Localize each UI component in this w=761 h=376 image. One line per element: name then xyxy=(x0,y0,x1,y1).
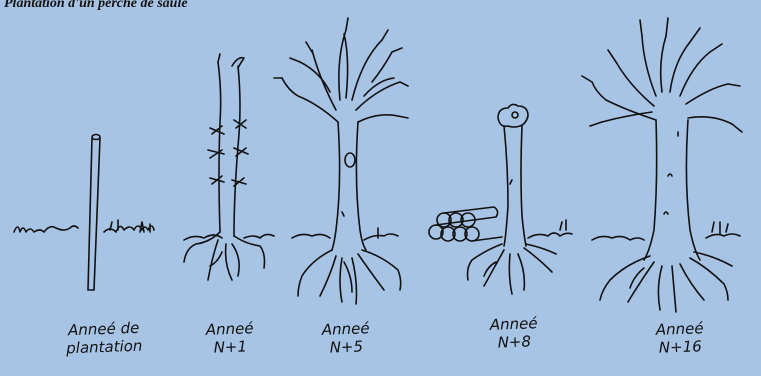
label-plantation-year: Anneé de plantation xyxy=(53,318,154,357)
stage-n16-mature-tree xyxy=(582,18,742,312)
label-n5: Anneé N+5 xyxy=(305,319,386,358)
stage-plantation-pole xyxy=(14,135,154,291)
label-line-2: N+5 xyxy=(306,337,387,358)
stage-n5-tree xyxy=(274,18,408,304)
label-n1: Anneé N+1 xyxy=(189,319,270,358)
stage-n8-cut-pollard xyxy=(429,104,572,294)
label-n8: Anneé N+8 xyxy=(473,314,554,353)
label-n16: Anneé N+16 xyxy=(639,319,720,358)
label-line-2: plantation xyxy=(54,336,155,357)
label-line-2: N+8 xyxy=(474,332,555,353)
ground-grass xyxy=(14,226,154,232)
label-line-2: N+16 xyxy=(640,337,721,358)
stage-n1-young-stem xyxy=(184,54,274,280)
label-line-2: N+1 xyxy=(190,337,271,358)
log-pile xyxy=(429,207,502,241)
